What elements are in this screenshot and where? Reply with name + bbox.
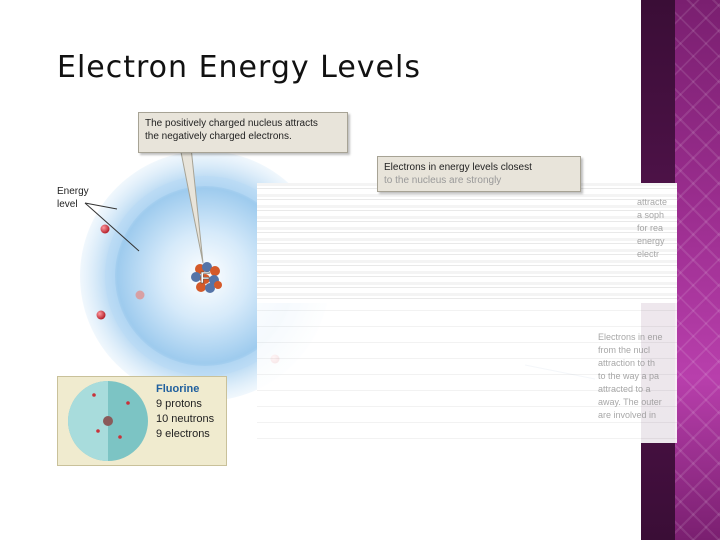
fluorine-title: Fluorine: [156, 383, 200, 395]
fluorine-legend: Fluorine 9 protons 10 neutrons 9 electro…: [156, 382, 214, 442]
fluorine-inset: Fluorine 9 protons 10 neutrons 9 electro…: [57, 376, 227, 466]
nucleus-symbol: F: [200, 270, 210, 287]
render-glitch-band: [257, 303, 677, 443]
callout-line: Electrons in energy levels closest: [384, 162, 532, 173]
callout-line: to the nucleus are strongly: [384, 175, 502, 186]
fluorine-protons: 9 protons: [156, 398, 202, 410]
closest-levels-callout: Electrons in energy levels closest to th…: [377, 156, 581, 192]
faded-line: attracted to a: [598, 384, 651, 394]
faded-line: a soph: [637, 210, 665, 220]
electron: [96, 310, 106, 320]
nucleus-proton: [200, 274, 210, 284]
faded-line: for rea: [637, 223, 664, 233]
thumbnail-electron: [96, 429, 100, 433]
nucleus-proton: [210, 266, 220, 276]
nucleus-neutron: [202, 262, 212, 272]
thumbnail-electron: [92, 393, 96, 397]
electron: [100, 224, 110, 234]
thumbnail-atom-cutaway: [68, 381, 108, 461]
callout-line: The positively charged nucleus attracts: [145, 118, 318, 129]
thumbnail-electron: [118, 435, 122, 439]
energy-level-arrow: [84, 202, 140, 252]
electron: [135, 290, 145, 300]
energy-level-label-line: Energy: [57, 186, 89, 197]
fluorine-atom-thumbnail: [68, 381, 148, 461]
fluorine-neutrons: 10 neutrons: [156, 413, 215, 425]
render-glitch-band: [257, 183, 677, 303]
faded-line: to the way a pa: [598, 371, 660, 381]
atom-diagram: F The positively charged nucleus attract…: [55, 103, 677, 471]
faded-line: Electrons in ene: [598, 332, 663, 342]
thumbnail-nucleus: [103, 416, 113, 426]
energy-level-label-line: level: [57, 199, 78, 210]
callout-line: the negatively charged electrons.: [145, 131, 292, 142]
nucleus-neutron: [205, 283, 215, 293]
faded-text-lower: Electrons in ene from the nucl attractio…: [598, 331, 663, 422]
fluorine-electrons: 9 electrons: [156, 428, 210, 440]
faded-text-upper: attracte a soph for rea energy electr: [637, 196, 667, 261]
nucleus-proton: [214, 281, 222, 289]
nucleus-neutron: [191, 272, 201, 282]
nucleus-attraction-callout: The positively charged nucleus attracts …: [138, 112, 348, 153]
faded-line: attraction to th: [598, 358, 656, 368]
nucleus-proton: [196, 282, 206, 292]
faded-line: from the nucl: [598, 345, 651, 355]
faded-line: away. The outer: [598, 397, 662, 407]
faded-line: energy: [637, 236, 665, 246]
faded-line: are involved in: [598, 410, 657, 420]
energy-level-arrow: [84, 202, 118, 210]
thumbnail-electron: [126, 401, 130, 405]
energy-level-label: Energy level: [57, 185, 107, 211]
slide-title: Electron Energy Levels: [57, 50, 421, 85]
faded-line: attracte: [637, 197, 668, 207]
faded-line: electr: [637, 249, 660, 259]
